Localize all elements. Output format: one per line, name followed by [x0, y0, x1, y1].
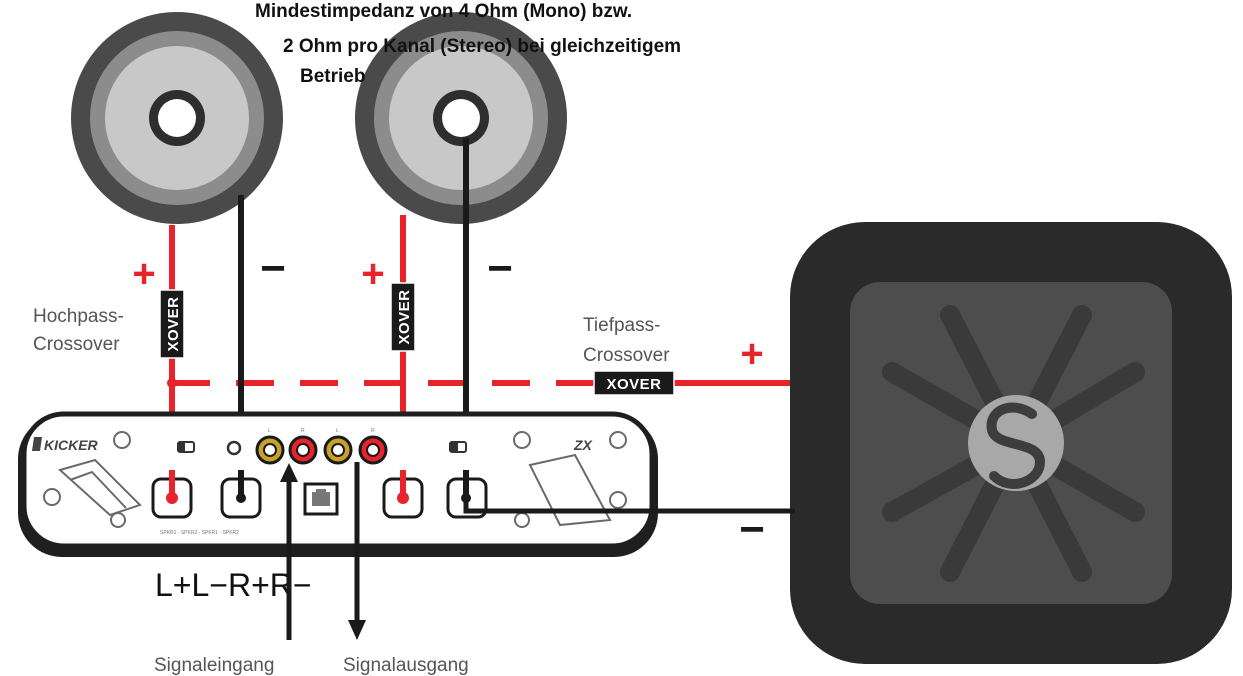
crossover-labels: Hochpass- Crossover Tiefpass- Crossover — [33, 306, 670, 366]
rca-output-right[interactable] — [358, 435, 388, 465]
xover-badge-left-label: XOVER — [165, 296, 182, 351]
amplifier-left-ornament — [43, 431, 142, 528]
terminal-strip-label: SPKR1 · SPKR2 · SPKR1 · SPKR2 — [160, 530, 239, 536]
impedance-note-line2: 2 Ohm pro Kanal (Stereo) bei gleichzeiti… — [283, 36, 681, 57]
signal-output-label: Signalausgang — [343, 655, 469, 676]
rca-label-right: R — [301, 428, 305, 434]
xover-badge-lowpass-label: XOVER — [606, 376, 661, 393]
ethernet-port-icon — [303, 482, 339, 516]
speaker-left — [71, 12, 283, 224]
speaker-right — [355, 12, 567, 224]
s-logo-icon — [968, 395, 1064, 491]
signal-input-arrow — [280, 463, 298, 640]
amplifier: KICKER ZX L R L R — [18, 411, 658, 557]
wire-end-left-positive — [166, 492, 178, 504]
wire-end-right-positive — [397, 492, 409, 504]
impedance-note: Mindestimpedanz von 4 Ohm (Mono) bzw. 2 … — [255, 1, 681, 87]
lowpass-label-line2: Crossover — [583, 345, 670, 366]
rca-input-right[interactable] — [288, 435, 318, 465]
kicker-logo-icon — [32, 437, 42, 451]
rca-output-left[interactable] — [323, 435, 353, 465]
polarity-minus-subwoofer: − — [739, 505, 765, 554]
xover-badge-right: XOVER — [390, 282, 416, 352]
terminal-pin-labels: L+L−R+R− — [155, 567, 312, 603]
rca-label-left-out: L — [336, 428, 339, 434]
polarity-plus-right: + — [361, 252, 384, 296]
lowpass-label-line1: Tiefpass- — [583, 315, 660, 336]
rca-label-right-out: R — [371, 428, 375, 434]
wire-end-left-negative — [236, 493, 246, 503]
polarity-plus-subwoofer: + — [740, 332, 763, 376]
status-indicator-left-fill — [178, 442, 185, 452]
impedance-note-line1: Mindestimpedanz von 4 Ohm (Mono) bzw. — [255, 1, 632, 22]
wire-negative-subwoofer — [463, 498, 795, 514]
signal-output-arrow — [348, 462, 366, 640]
rca-label-left: L — [268, 428, 271, 434]
highpass-label-line1: Hochpass- — [33, 306, 124, 327]
polarity-plus-left: + — [132, 252, 155, 296]
status-led — [226, 440, 242, 456]
polarity-signs: + − + − + − — [132, 244, 765, 554]
wire-terminations — [166, 378, 795, 514]
signal-input-label: Signaleingang — [154, 655, 274, 676]
speaker-right-dust-cap — [442, 99, 480, 137]
highpass-label-line2: Crossover — [33, 334, 120, 355]
status-indicator-right-fill — [450, 442, 458, 452]
polarity-minus-right: − — [487, 244, 513, 293]
subwoofer — [790, 222, 1232, 664]
xover-badge-lowpass: XOVER — [593, 370, 675, 396]
xover-badge-right-label: XOVER — [396, 289, 413, 344]
amplifier-brand: KICKER — [44, 437, 99, 453]
polarity-minus-left: − — [260, 244, 286, 293]
wire-junction — [167, 378, 177, 388]
rca-input-left[interactable] — [255, 435, 285, 465]
impedance-note-line3: Betrieb — [300, 66, 365, 87]
amplifier-model: ZX — [573, 437, 594, 453]
speaker-left-dust-cap — [158, 99, 196, 137]
xover-badge-left: XOVER — [159, 289, 185, 359]
